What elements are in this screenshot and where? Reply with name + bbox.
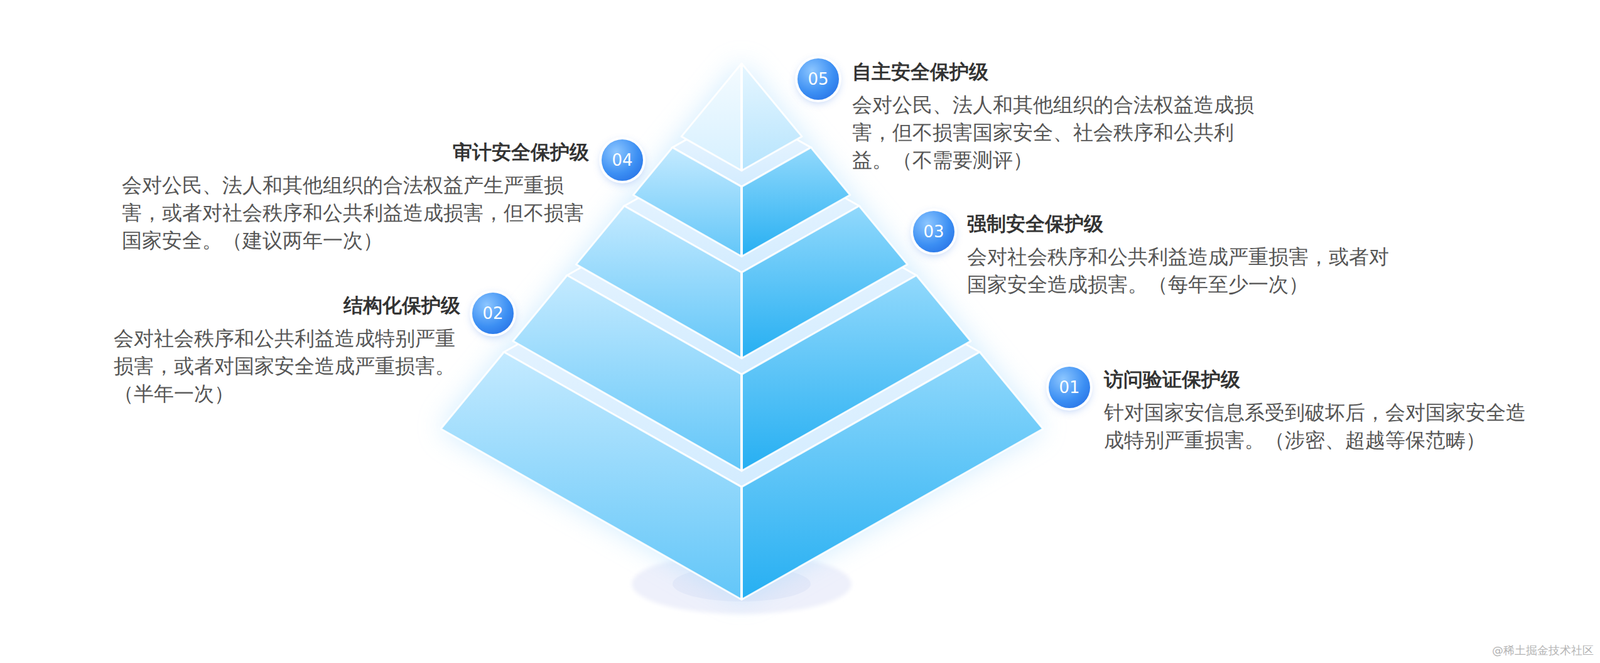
level-description: 会对公民、法人和其他组织的合法权益产生严重损害，或者对社会秩序和公共利益造成损害… — [121, 171, 590, 255]
level-title: 结构化保护级 — [113, 291, 461, 319]
callout-group: 05 自主安全保护级会对公民、法人和其他组织的合法权益造成损害，但不损害国家安全、… — [797, 57, 1261, 174]
tier-left-face — [633, 147, 742, 257]
tier-left-face — [681, 63, 742, 171]
level-description: 针对国家安信息系受到破坏后，会对国家安全造成特别严重损害。（涉密、超越等保范畴） — [1103, 398, 1531, 455]
tier-front-edge — [740, 272, 743, 359]
callout-number: 03 — [913, 210, 955, 253]
callout-number: 01 — [1048, 366, 1091, 409]
callout-group: 03 强制安全保护级会对社会秩序和公共利益造成严重损害，或者对国家安全造成损害。（… — [913, 209, 1395, 299]
level-title: 审计安全保护级 — [121, 138, 590, 166]
level-title: 自主安全保护级 — [852, 57, 1261, 86]
callout-number: 04 — [601, 139, 644, 181]
callout-number: 02 — [472, 292, 514, 335]
level-description: 会对社会秩序和公共利益造成严重损害，或者对国家安全造成损害。（每年至少一次） — [967, 243, 1395, 299]
callout-number-text: 03 — [923, 223, 944, 240]
watermark: @稀土掘金技术社区 — [1491, 643, 1594, 659]
callout-group: 02 结构化保护级会对社会秩序和公共利益造成特别严重损害，或者对国家安全造成严重损… — [113, 291, 514, 408]
level-description: 会对社会秩序和公共利益造成特别严重损害，或者对国家安全造成严重损害。（半年一次） — [113, 324, 461, 408]
level-description: 会对公民、法人和其他组织的合法权益造成损害，但不损害国家安全、社会秩序和公共利益… — [852, 91, 1261, 174]
callout-number-text: 04 — [611, 151, 633, 169]
callout-group: 04 审计安全保护级会对公民、法人和其他组织的合法权益产生严重损害，或者对社会秩序… — [121, 138, 644, 255]
callout-number-text: 01 — [1058, 379, 1080, 396]
tier-front-edge — [740, 186, 743, 257]
tier-front-edge — [740, 487, 743, 600]
tier-right-face — [741, 63, 802, 171]
callout-number-text: 02 — [482, 305, 503, 322]
level-title: 强制安全保护级 — [967, 209, 1395, 238]
pyramid-tier — [681, 63, 802, 171]
callout-number: 05 — [797, 58, 839, 100]
tier-front-edge — [740, 63, 743, 171]
tier-front-edge — [740, 374, 743, 471]
level-title: 访问验证保护级 — [1103, 365, 1531, 394]
pyramid-tier — [440, 217, 1044, 600]
callout-group: 01 访问验证保护级针对国家安信息系受到破坏后，会对国家安全造成特别严重损害。（涉… — [1048, 365, 1531, 455]
tier-right-face — [741, 147, 851, 257]
callout-number-text: 05 — [807, 70, 829, 88]
